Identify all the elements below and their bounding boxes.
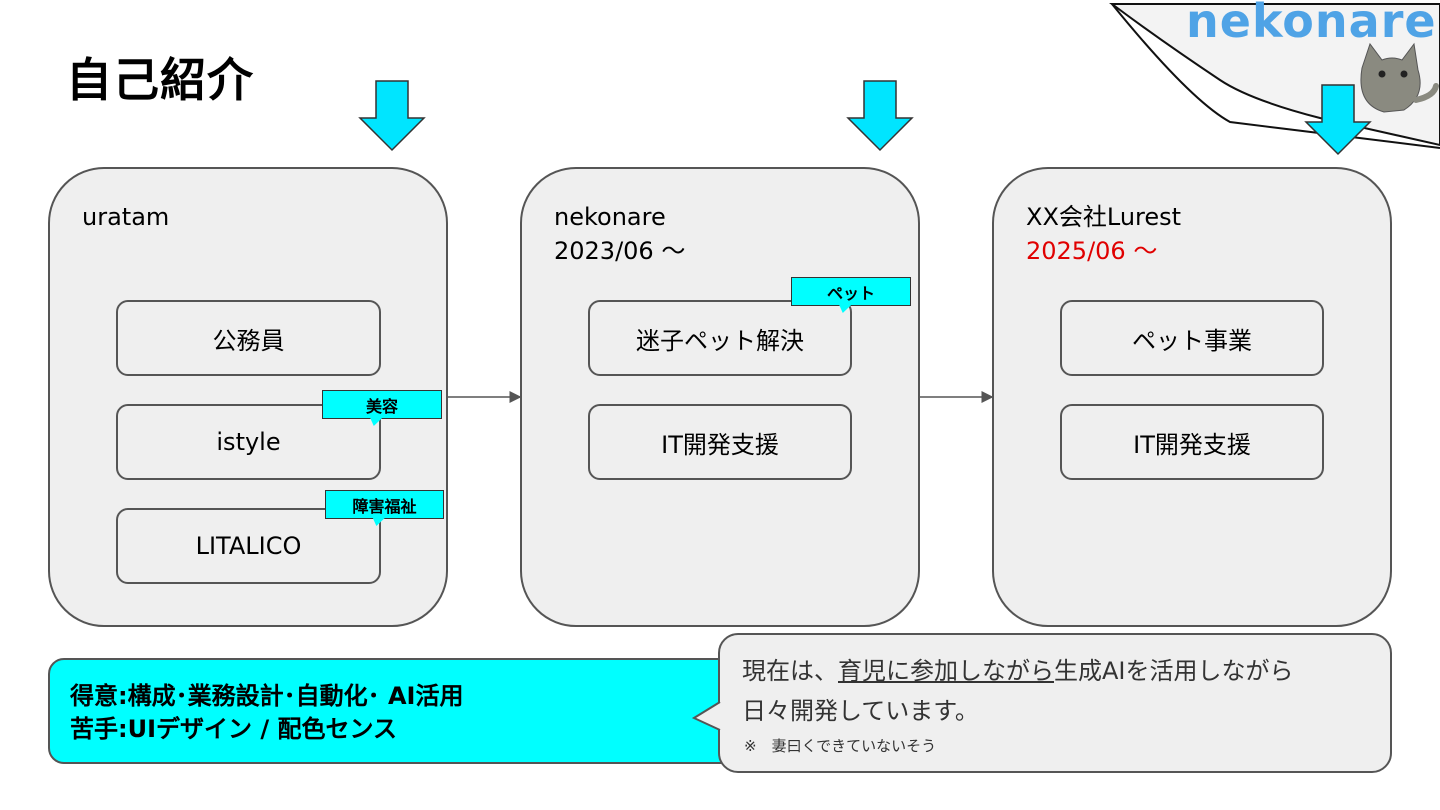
category-tag: 障害福祉 [325, 490, 444, 526]
tag-label: 障害福祉 [352, 496, 417, 516]
tag-label: 美容 [365, 396, 398, 416]
skills-bad: 苦手:UIデザイン / 配色センス [70, 713, 746, 746]
logo-text: nekonare [1186, 0, 1437, 48]
down-arrow-icon [1304, 84, 1372, 156]
note-text: 生成AIを活用しながら [1054, 657, 1294, 685]
skills-box: 得意:構成･業務設計･自動化･ AI活用 苦手:UIデザイン / 配色センス [48, 658, 748, 764]
category-tag: 美容 [322, 390, 442, 426]
career-box: LITALICO [116, 508, 381, 584]
panel-name: nekonare [554, 203, 666, 231]
business-box: IT開発支援 [588, 404, 852, 480]
panel-name: XX会社Lurest [1026, 203, 1182, 231]
page-peel-edge [1111, 3, 1440, 149]
business-box: IT開発支援 [1060, 404, 1324, 480]
note-line-1: 現在は、育児に参加しながら生成AIを活用しながら [742, 651, 1390, 691]
panel-nekonare [520, 167, 920, 627]
note-text: 現在は、 [742, 657, 838, 685]
speech-bubble: 現在は、育児に参加しながら生成AIを活用しながら 日々開発しています。 ※ 妻曰… [718, 633, 1392, 773]
tag-label: ペット [826, 283, 875, 303]
panel-name: uratam [82, 203, 170, 231]
skills-good-label: 得意: [70, 682, 128, 710]
business-box: ペット事業 [1060, 300, 1324, 376]
bubble-tail [692, 701, 721, 731]
business-box: 迷子ペット解決 [588, 300, 852, 376]
note-underlined-text: 育児に参加しながら [838, 657, 1054, 685]
page-peel-shape [1108, 3, 1440, 147]
cat-icon [1360, 42, 1439, 113]
panel-date: 2023/06 〜 [554, 237, 686, 265]
page-title: 自己紹介 [66, 53, 254, 107]
note-line-2: 日々開発しています。 [742, 697, 979, 725]
down-arrow-icon [358, 80, 426, 152]
down-arrow-icon [846, 80, 914, 152]
skills-good-text: 構成･業務設計･自動化･ AI活用 [127, 682, 464, 710]
career-box: 公務員 [116, 300, 381, 376]
skills-bad-text: UIデザイン / 配色センス [127, 715, 398, 743]
skills-good: 得意:構成･業務設計･自動化･ AI活用 [70, 680, 746, 713]
logo-corner [1108, 3, 1440, 149]
category-tag: ペット [791, 277, 911, 313]
panel-lurest [992, 167, 1392, 627]
note-small: ※ 妻曰くできていないそう [744, 737, 937, 755]
panel-date: 2025/06 〜 [1026, 237, 1158, 265]
skills-bad-label: 苦手: [70, 715, 128, 743]
